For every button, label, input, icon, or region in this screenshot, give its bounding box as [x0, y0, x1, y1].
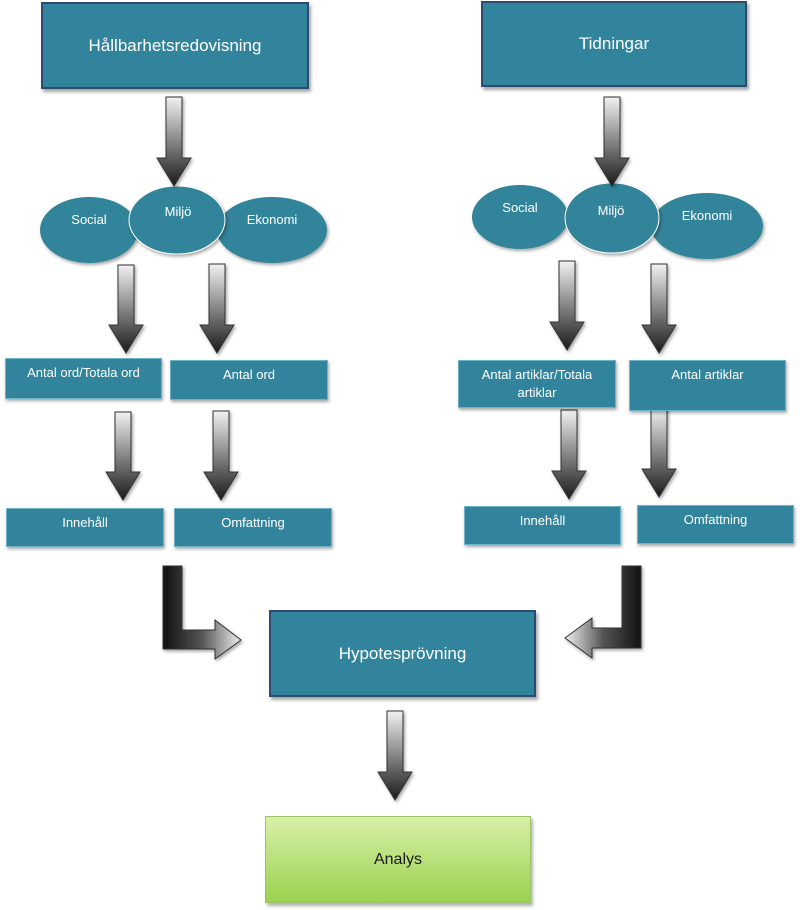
oval-social-right-label: Social	[502, 200, 538, 215]
arrow-pillars-to-word-count	[199, 263, 235, 354]
word-ratio-box: Antal ord/Totala ord	[5, 358, 162, 399]
article-count-label: Antal artiklar	[671, 367, 744, 382]
arrow-report-to-pillars	[156, 96, 192, 187]
arrow-article-count-to-scope	[641, 407, 677, 498]
arrow-article-ratio-to-content	[551, 409, 587, 500]
analysis-label: Analys	[373, 850, 423, 868]
down-arrows	[105, 96, 677, 801]
article-count-box: Antal artiklar	[629, 360, 786, 411]
hypothesis-box: Hypotesprövning	[269, 610, 536, 697]
content-label-right: Innehåll	[519, 513, 566, 528]
sustainability-report-label: Hållbarhetsredovisning	[88, 35, 262, 55]
arrow-pillars-to-article-count	[641, 263, 677, 354]
oval-social-left-label: Social	[71, 212, 107, 227]
word-count-box: Antal ord	[170, 360, 328, 400]
bent-arrow-left	[162, 565, 242, 660]
article-ratio-box: Antal artiklar/Totala artiklar	[458, 360, 616, 408]
hypothesis-label: Hypotesprövning	[338, 643, 467, 663]
analysis-box: Analys	[265, 816, 531, 903]
arrow-word-ratio-to-content	[105, 411, 141, 501]
bent-arrow-right	[564, 565, 642, 659]
word-count-label: Antal ord	[222, 367, 276, 382]
word-ratio-label: Antal ord/Totala ord	[27, 365, 140, 380]
arrow-newspapers-to-pillars	[594, 96, 630, 187]
arrow-pillars-to-article-ratio	[549, 260, 585, 351]
oval-ekonomi-right-label: Ekonomi	[681, 208, 733, 223]
oval-ekonomi-right	[651, 193, 763, 259]
sustainability-report-box: Hållbarhetsredovisning	[41, 2, 309, 89]
arrow-pillars-to-word-ratio	[108, 264, 144, 354]
newspapers-box: Tidningar	[481, 1, 747, 87]
oval-miljo-left	[128, 185, 226, 255]
content-box-right: Innehåll	[464, 506, 621, 545]
oval-ekonomi-left-label: Ekonomi	[246, 212, 298, 227]
newspapers-label: Tidningar	[578, 34, 650, 53]
scope-box-left: Omfattning	[174, 508, 332, 547]
scope-label-right: Omfattning	[683, 512, 748, 527]
oval-ekonomi-left	[217, 197, 327, 263]
oval-miljo-right-label: Miljö	[597, 203, 625, 218]
content-box-left: Innehåll	[6, 508, 164, 547]
scope-label-left: Omfattning	[221, 515, 285, 530]
arrow-hypothesis-to-analysis	[377, 710, 413, 801]
content-label-left: Innehåll	[62, 515, 108, 530]
oval-social-right	[472, 185, 568, 249]
article-ratio-label: Antal artiklar/Totala artiklar	[481, 367, 593, 400]
arrow-word-count-to-scope	[203, 410, 239, 501]
scope-box-right: Omfattning	[637, 505, 794, 544]
oval-social-left	[40, 197, 138, 263]
oval-miljo-right	[564, 182, 660, 254]
oval-miljo-left-label: Miljö	[164, 204, 192, 219]
